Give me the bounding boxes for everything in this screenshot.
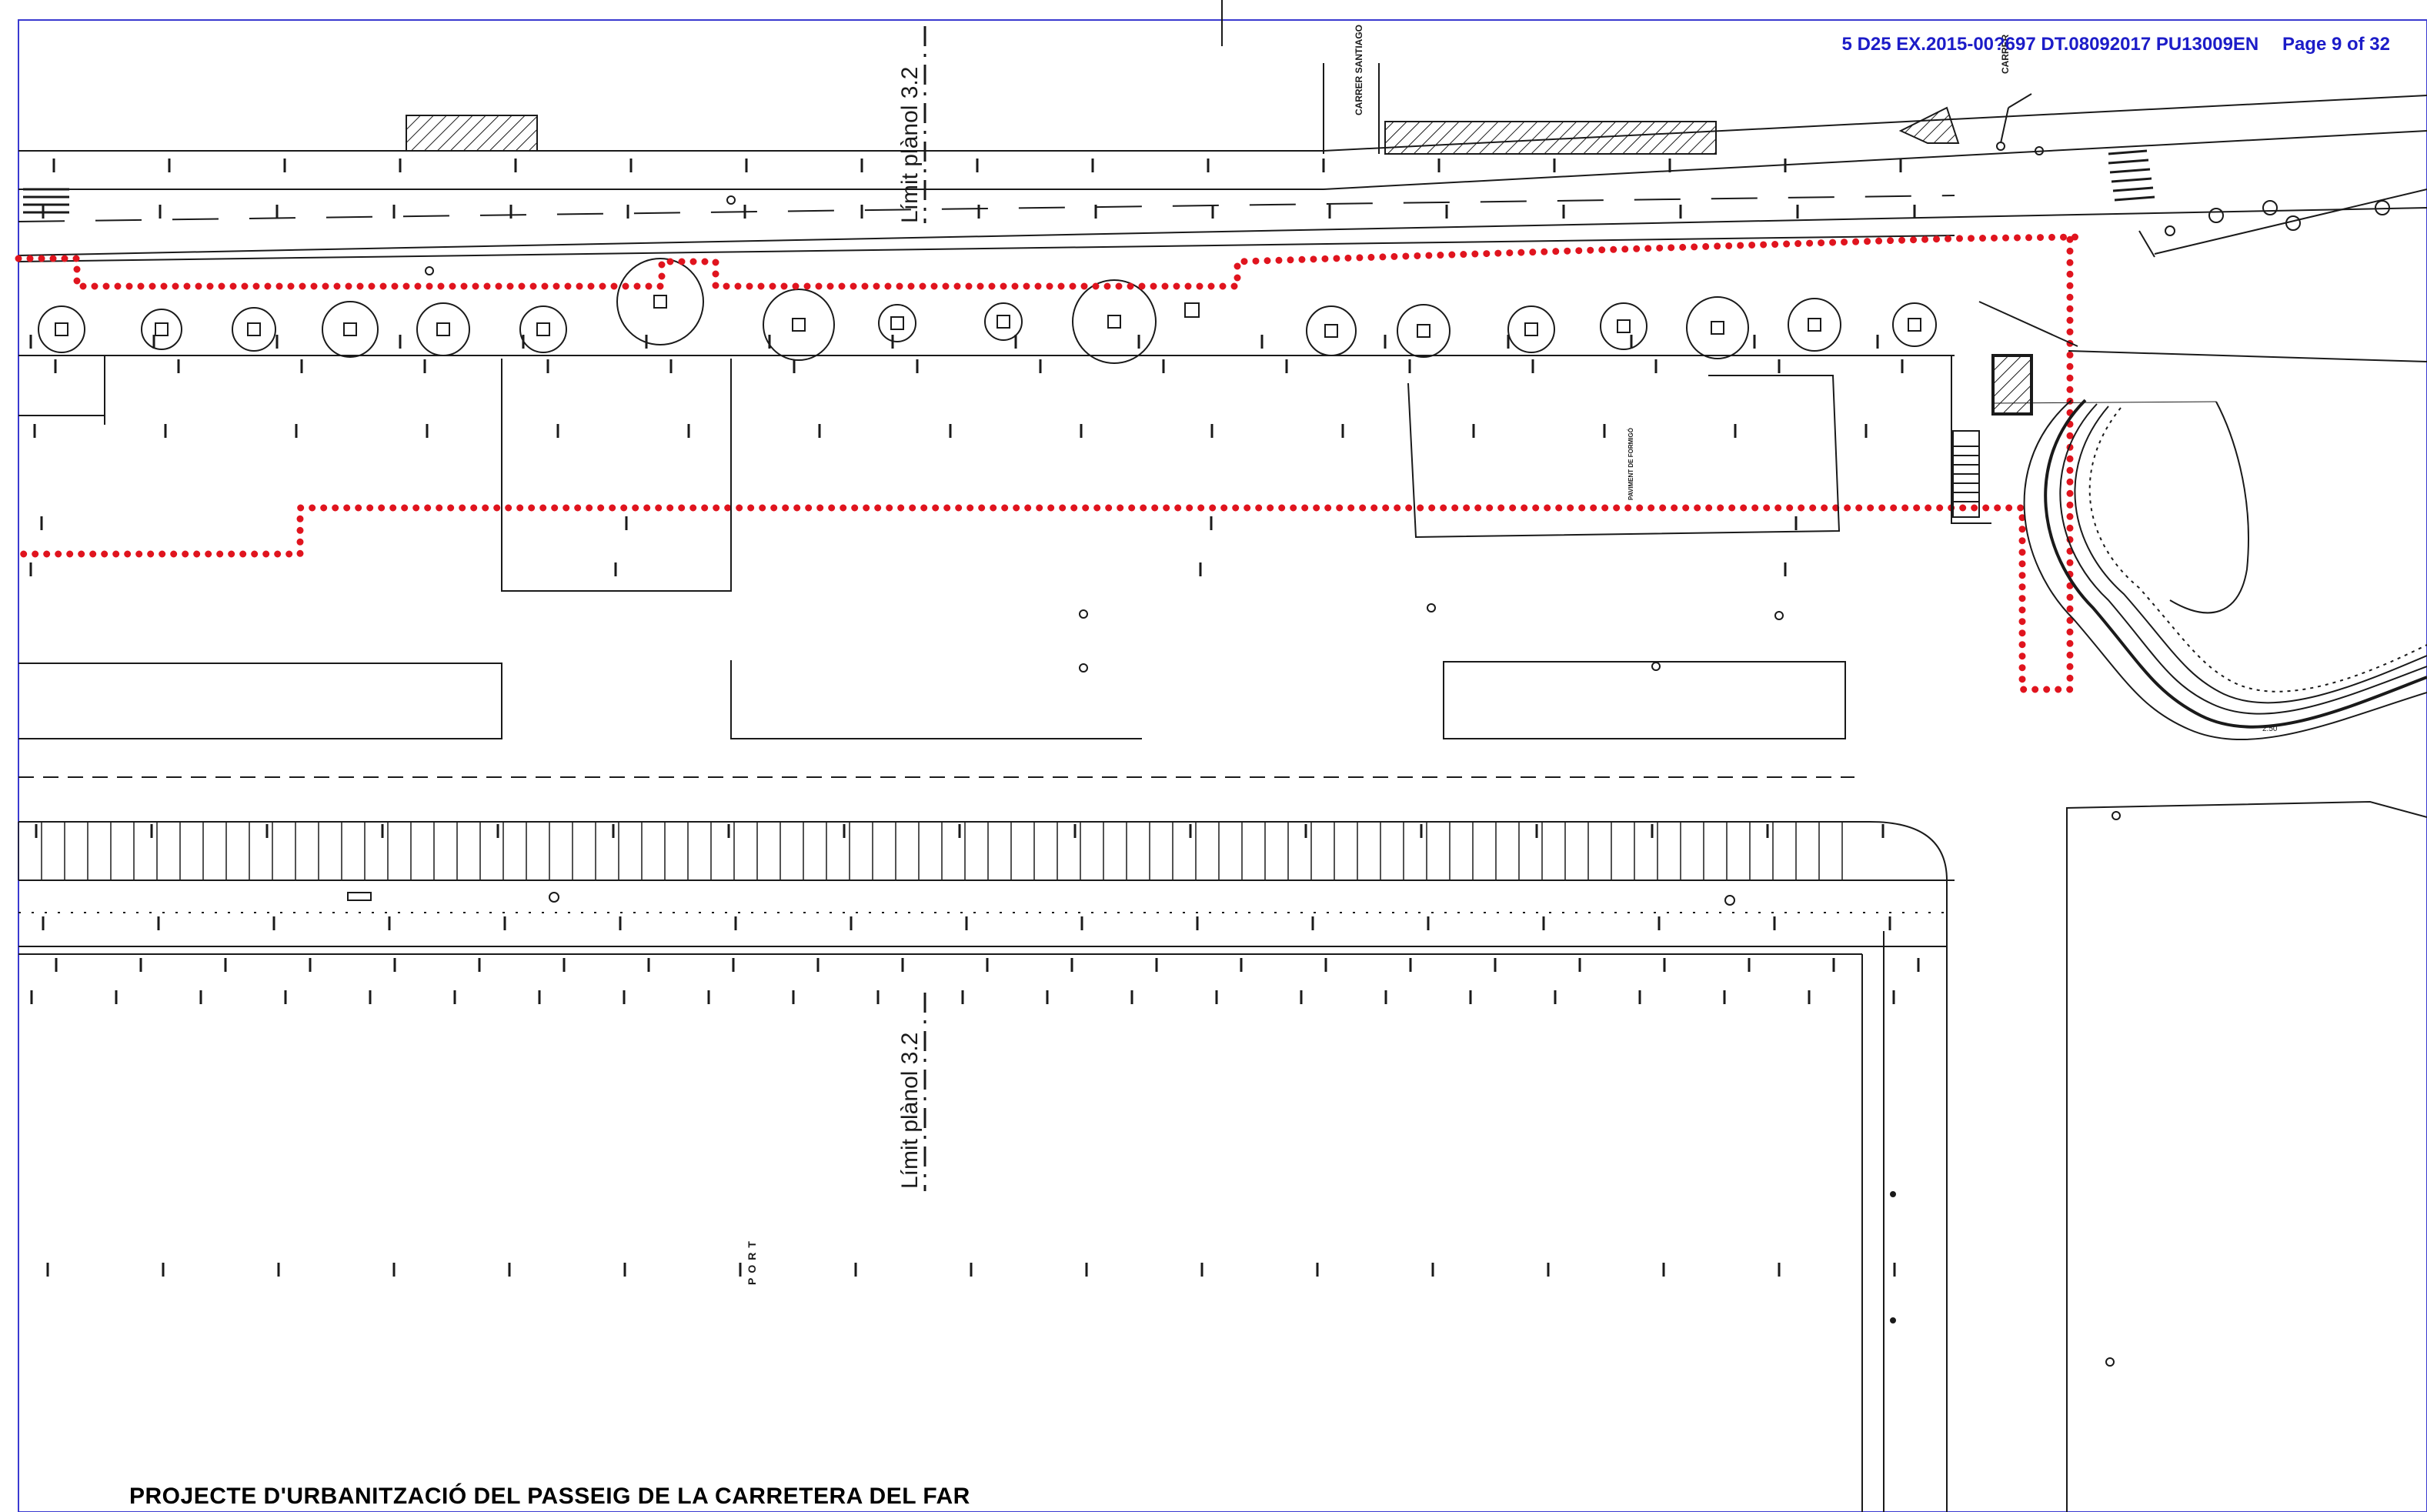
limit-label-bottom: Límit plànol 3.2 (897, 1033, 923, 1189)
bench (347, 892, 372, 901)
lane-dashes (18, 195, 1955, 222)
street-label-right: CARRER (2000, 34, 2011, 74)
paviment-label: PAVIMENT DE FORMIGÓ (1627, 428, 1634, 500)
width-note: 2.50 (2262, 725, 2278, 733)
parking-stalls (18, 822, 1843, 880)
crosswalk-right (2108, 149, 2155, 202)
street-label-santiago: CARRER SANTIAGO (1354, 25, 1364, 115)
page-number: Page 9 of 32 (2282, 34, 2390, 55)
plot-outlines (18, 355, 1991, 739)
road-lines (18, 63, 2427, 356)
hatched-building-1 (406, 115, 538, 152)
tree-row (38, 258, 1937, 364)
hatched-building-4 (1991, 354, 2033, 416)
survey-markers (425, 142, 2390, 1367)
port-label: PORT (746, 1237, 758, 1285)
limit-label-top: Límit plànol 3.2 (897, 67, 923, 223)
parking-strip (18, 821, 1955, 881)
hatched-building-2 (1384, 121, 1717, 155)
curved-ramp (1978, 301, 2427, 1512)
drawing-frame (18, 19, 2427, 1512)
stair-element (1952, 430, 1980, 518)
hatched-building-3 (1898, 106, 1960, 144)
project-title: PROJECTE D'URBANITZACIÓ DEL PASSEIG DE L… (129, 1484, 970, 1509)
spot-height-marks (29, 159, 1920, 1277)
crosswalk-left (23, 188, 69, 214)
project-boundary (15, 233, 2078, 693)
page-header: 5 D25 EX.2015-00?697 DT.08092017 PU13009… (1842, 34, 2390, 55)
quay-edge (18, 880, 1955, 1512)
document-reference: 5 D25 EX.2015-00?697 DT.08092017 PU13009… (1841, 34, 2259, 55)
